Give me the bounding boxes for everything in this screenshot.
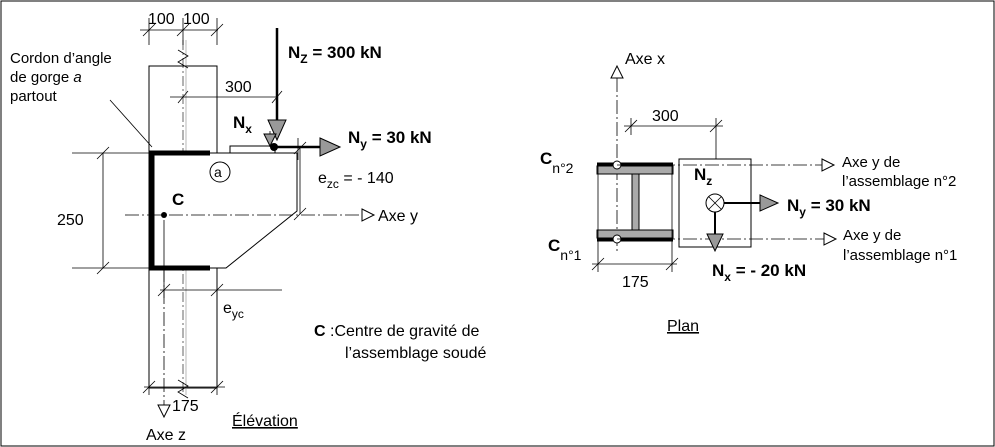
axe-y1-label-line2: l’assemblage n°1 (843, 247, 957, 264)
weld-note-leader (109, 99, 153, 148)
break-line-bottom (177, 379, 189, 399)
axe-y-arrow (361, 208, 376, 222)
column-web (631, 173, 640, 231)
dim-300-label: 300 (225, 79, 252, 96)
weld-line (149, 150, 210, 271)
elevation-view: 100 100 Cordon d’angle de gorge a partou… (10, 11, 487, 444)
nx-arrow-head (263, 133, 277, 148)
axe-x-label: Axe x (625, 51, 665, 68)
plan-nx-label: Nx = - 20 kN (712, 261, 806, 284)
plan-view: Axe x 300 Cn°2 Cn°1 Axe y de l’assemblag… (540, 51, 957, 335)
legend-line1: C :Centre de gravité de (314, 323, 480, 340)
plan-nz-label: Nz (694, 165, 712, 188)
eyc-label: eyc (223, 300, 244, 321)
nz-label: NZ = 300 kN (288, 43, 382, 66)
axe-x-arrow (610, 64, 624, 79)
axe-z-label: Axe z (146, 427, 186, 444)
plan-dim-300-label: 300 (652, 108, 679, 125)
centroid-label: C (172, 190, 184, 209)
break-line-top (177, 49, 189, 69)
plan-ny-label: Ny = 30 kN (787, 196, 871, 219)
weld-marker-circle (209, 161, 231, 183)
dim-100-right: 100 (183, 11, 210, 28)
elevation-caption: Élévation (232, 411, 298, 430)
axe-z-arrow (157, 404, 171, 419)
dim-100-left: 100 (148, 11, 175, 28)
axe-y1-arrow (823, 232, 838, 246)
plan-dim-175-label: 175 (622, 274, 649, 291)
column-flange-bottom (596, 229, 674, 239)
dim-175-label: 175 (172, 398, 199, 415)
c1-label: Cn°1 (548, 236, 582, 263)
dim-250-label: 250 (57, 212, 84, 229)
plan-nx-arrow-head (706, 233, 724, 253)
legend-line2: l’assemblage soudé (345, 345, 487, 362)
ezc-label: ezc = - 140 (318, 170, 394, 191)
nx-label: Nx (233, 113, 252, 136)
weld-note-line2: de gorge a (10, 69, 82, 86)
plan-caption: Plan (667, 318, 699, 335)
bracket-plate (151, 152, 298, 269)
axe-y2-arrow (821, 158, 836, 172)
ny-arrow-head (319, 137, 342, 157)
weld-marker-label: a (214, 164, 222, 180)
axe-y2-label-line2: l’assemblage n°2 (842, 173, 956, 190)
ny-label: Ny = 30 kN (348, 128, 432, 151)
nz-arrow-head (267, 119, 287, 142)
c2-label: Cn°2 (540, 149, 574, 176)
axe-y1-label-line1: Axe y de (843, 227, 901, 244)
column-flange-top (596, 165, 674, 175)
weld-note-line3: partout (10, 88, 58, 105)
weld-note-line1: Cordon d’angle (10, 50, 112, 67)
plan-ny-arrow-head (759, 194, 780, 212)
axe-y-label: Axe y (378, 208, 418, 225)
bracket-top-flange (229, 145, 276, 154)
axe-y2-label-line1: Axe y de (842, 154, 900, 171)
